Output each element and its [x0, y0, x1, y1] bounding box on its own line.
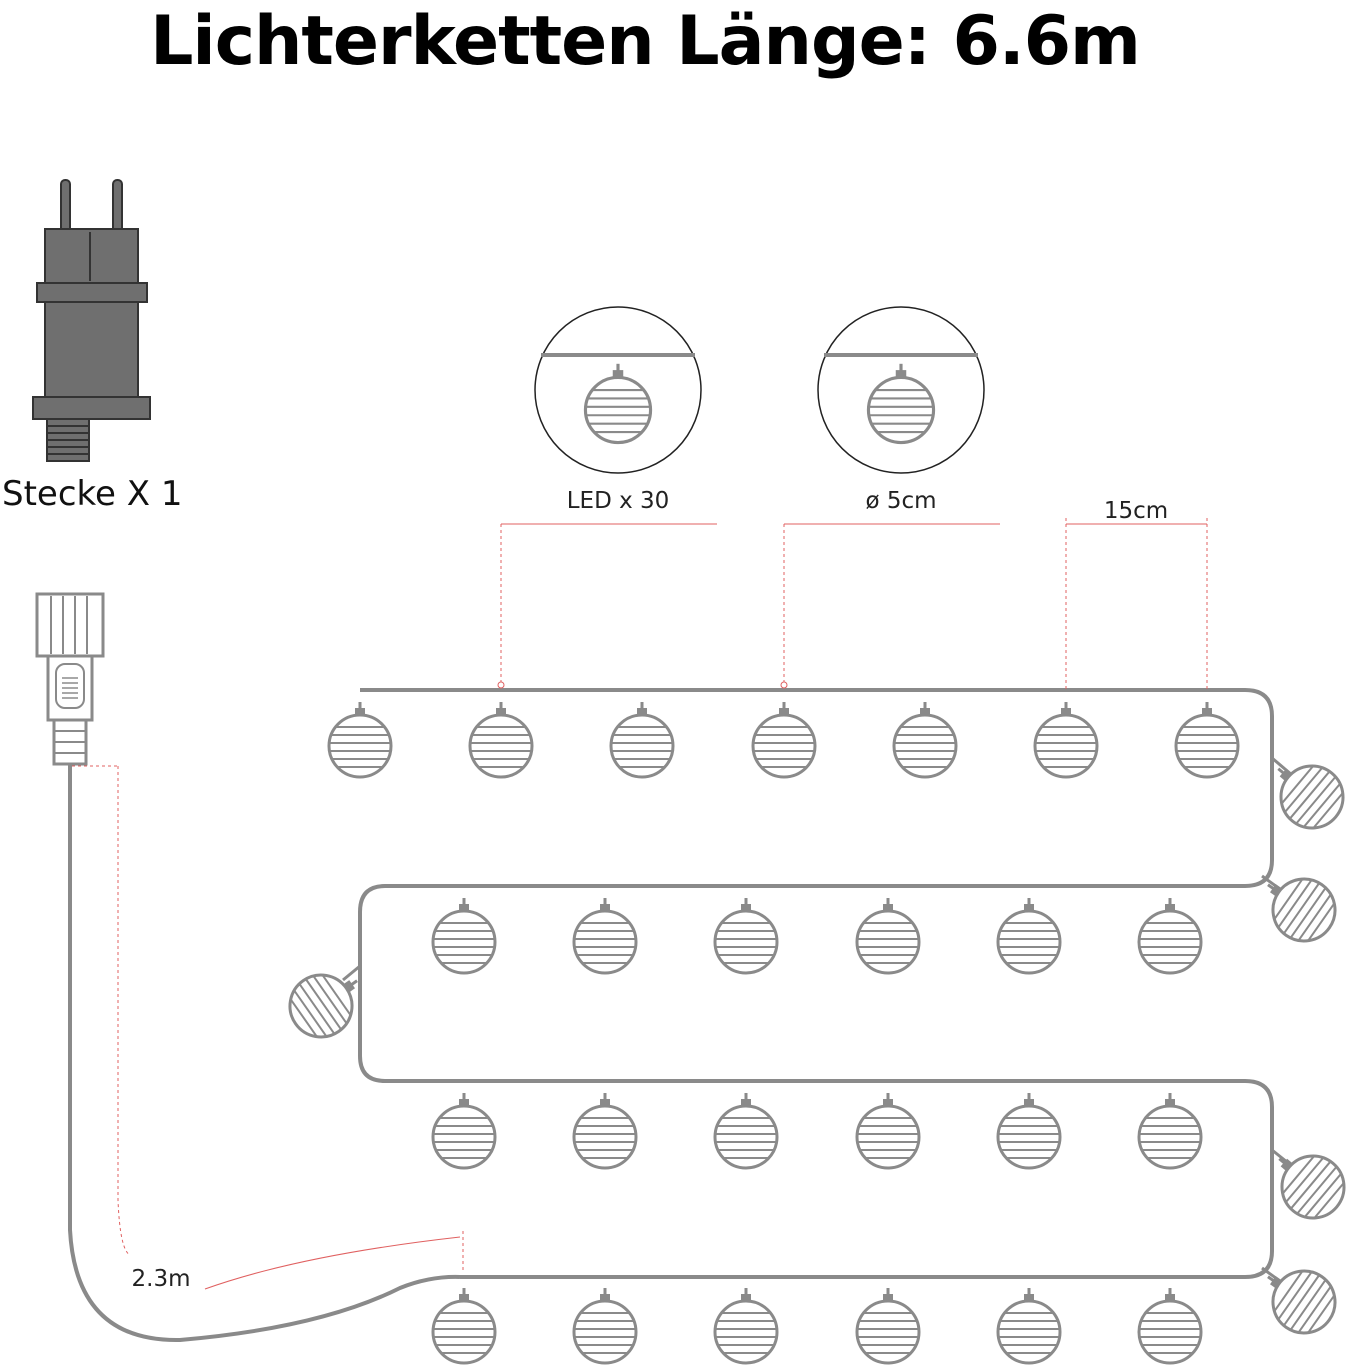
lantern-ball-icon — [855, 1091, 921, 1170]
main-wire — [358, 688, 1274, 1279]
lantern-ball-icon — [996, 896, 1062, 975]
lantern-ball-icon — [892, 700, 958, 779]
lead-cable — [68, 765, 461, 1343]
lantern-ball-icon — [1137, 896, 1203, 975]
diameter-label: ø 5cm — [865, 488, 936, 514]
lantern-ball-icon — [1033, 700, 1099, 779]
lantern-ball-icon — [609, 700, 675, 779]
lead-cable-label: 2.3m — [132, 1266, 191, 1292]
lantern-ball-icon — [855, 896, 921, 975]
led-count-label: LED x 30 — [567, 488, 670, 514]
zoom-circle-diameter — [817, 306, 985, 474]
lantern-ball-icon — [431, 896, 497, 975]
spacing-label: 15cm — [1104, 498, 1168, 524]
lantern-ball-icon — [468, 700, 534, 779]
lantern-row-3 — [431, 1091, 1203, 1170]
lantern-ball-icon — [572, 1091, 638, 1170]
lantern-row-1 — [327, 700, 1240, 779]
lantern-ball-icon — [713, 1286, 779, 1365]
lantern-ball-icon — [713, 896, 779, 975]
lantern-row-4 — [431, 1286, 1203, 1365]
lantern-ball-icon — [1174, 700, 1240, 779]
lantern-ball-icon — [327, 700, 393, 779]
lantern-ball-icon — [996, 1286, 1062, 1365]
lantern-row-2 — [431, 896, 1203, 975]
lantern-ball-icon — [996, 1091, 1062, 1170]
lantern-ball-icon — [1137, 1091, 1203, 1170]
lantern-ball-icon — [572, 896, 638, 975]
lantern-ball-icon — [431, 1286, 497, 1365]
eu-plug-icon — [32, 179, 151, 462]
lantern-ball-icon — [572, 1286, 638, 1365]
side-lanterns — [276, 743, 1348, 1347]
dimension-lines — [72, 518, 1208, 1290]
page-title: Lichterketten Länge: 6.6m — [150, 2, 1141, 81]
lantern-ball-icon — [751, 700, 817, 779]
lantern-ball-icon — [1248, 857, 1348, 955]
lantern-ball-icon — [1248, 1249, 1348, 1347]
lantern-ball-icon — [713, 1091, 779, 1170]
plug-caption: Stecke X 1 — [2, 474, 183, 514]
lantern-ball-icon — [1137, 1286, 1203, 1365]
connector-icon — [35, 592, 105, 766]
lantern-ball-icon — [431, 1091, 497, 1170]
zoom-circle-led — [534, 306, 702, 474]
lantern-ball-icon — [855, 1286, 921, 1365]
